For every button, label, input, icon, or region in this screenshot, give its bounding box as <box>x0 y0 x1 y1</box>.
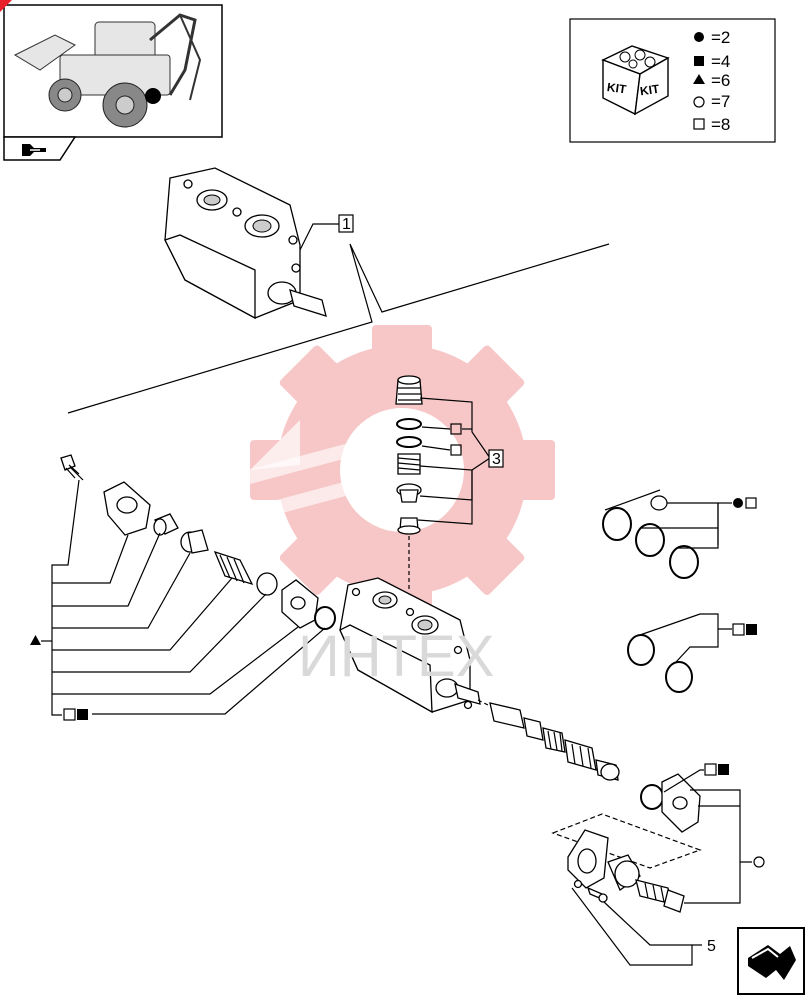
o-ring-group-upper <box>602 489 757 579</box>
legend-label-2: =2 <box>711 28 730 47</box>
callout-5-label: 5 <box>707 938 716 955</box>
lower-kit-leaders <box>663 763 765 904</box>
previous-page-tab[interactable] <box>3 136 77 161</box>
open-square-symbol <box>693 118 705 130</box>
open-circle-symbol <box>753 856 765 868</box>
kit-box-icon: KIT KIT <box>601 45 670 116</box>
machine-thumbnail <box>3 4 223 138</box>
filled-square-symbol <box>746 624 757 635</box>
filled-triangle-symbol <box>30 635 41 645</box>
open-square-symbol <box>745 497 757 509</box>
legend-label-6: =6 <box>711 71 730 90</box>
section-break-line <box>67 243 610 414</box>
callout-1-label: 1 <box>342 216 351 233</box>
filled-circle-symbol <box>694 32 704 42</box>
forward-arrow-icon <box>748 945 796 980</box>
open-circle-symbol <box>693 96 705 108</box>
o-ring-group-middle <box>627 613 757 693</box>
kit-word-right: KIT <box>639 82 661 99</box>
legend-label-8: =8 <box>711 115 730 134</box>
end-cap-parts <box>60 454 336 630</box>
open-square-symbol <box>732 623 745 636</box>
legend-label-4: =4 <box>711 52 730 71</box>
lower-cap-parts <box>551 773 702 913</box>
legend-label-7: =7 <box>711 92 730 111</box>
valve-section-exploded <box>339 577 481 714</box>
control-spool <box>477 699 620 781</box>
callout-3: 3 <box>417 397 504 525</box>
open-square-symbol <box>450 444 462 456</box>
next-page-button[interactable] <box>737 927 805 995</box>
callout-1: 1 <box>299 214 354 251</box>
triangle-kit-bracket <box>30 479 326 721</box>
back-arrow-icon <box>22 144 46 156</box>
watermark-text: ИНТЕХ <box>298 624 494 689</box>
callout-5: 5 <box>571 887 716 966</box>
open-square-symbol <box>704 763 717 776</box>
filled-triangle-symbol <box>693 74 705 84</box>
relief-cartridge-stack <box>395 375 423 590</box>
filled-circle-symbol <box>733 498 743 508</box>
location-marker-dot <box>145 88 161 104</box>
filled-square-symbol <box>77 709 88 720</box>
filled-square-symbol <box>694 56 704 66</box>
filled-square-symbol <box>718 764 729 775</box>
valve-section-assembled <box>164 167 327 320</box>
kit-word-left: KIT <box>606 80 628 97</box>
callout-3-label: 3 <box>492 451 501 468</box>
open-square-symbol <box>450 423 462 435</box>
kit-legend: KIT KIT =2 =4 =6 =7 =8 <box>569 18 776 143</box>
corner-marker <box>0 0 12 12</box>
open-square-symbol <box>63 708 76 721</box>
